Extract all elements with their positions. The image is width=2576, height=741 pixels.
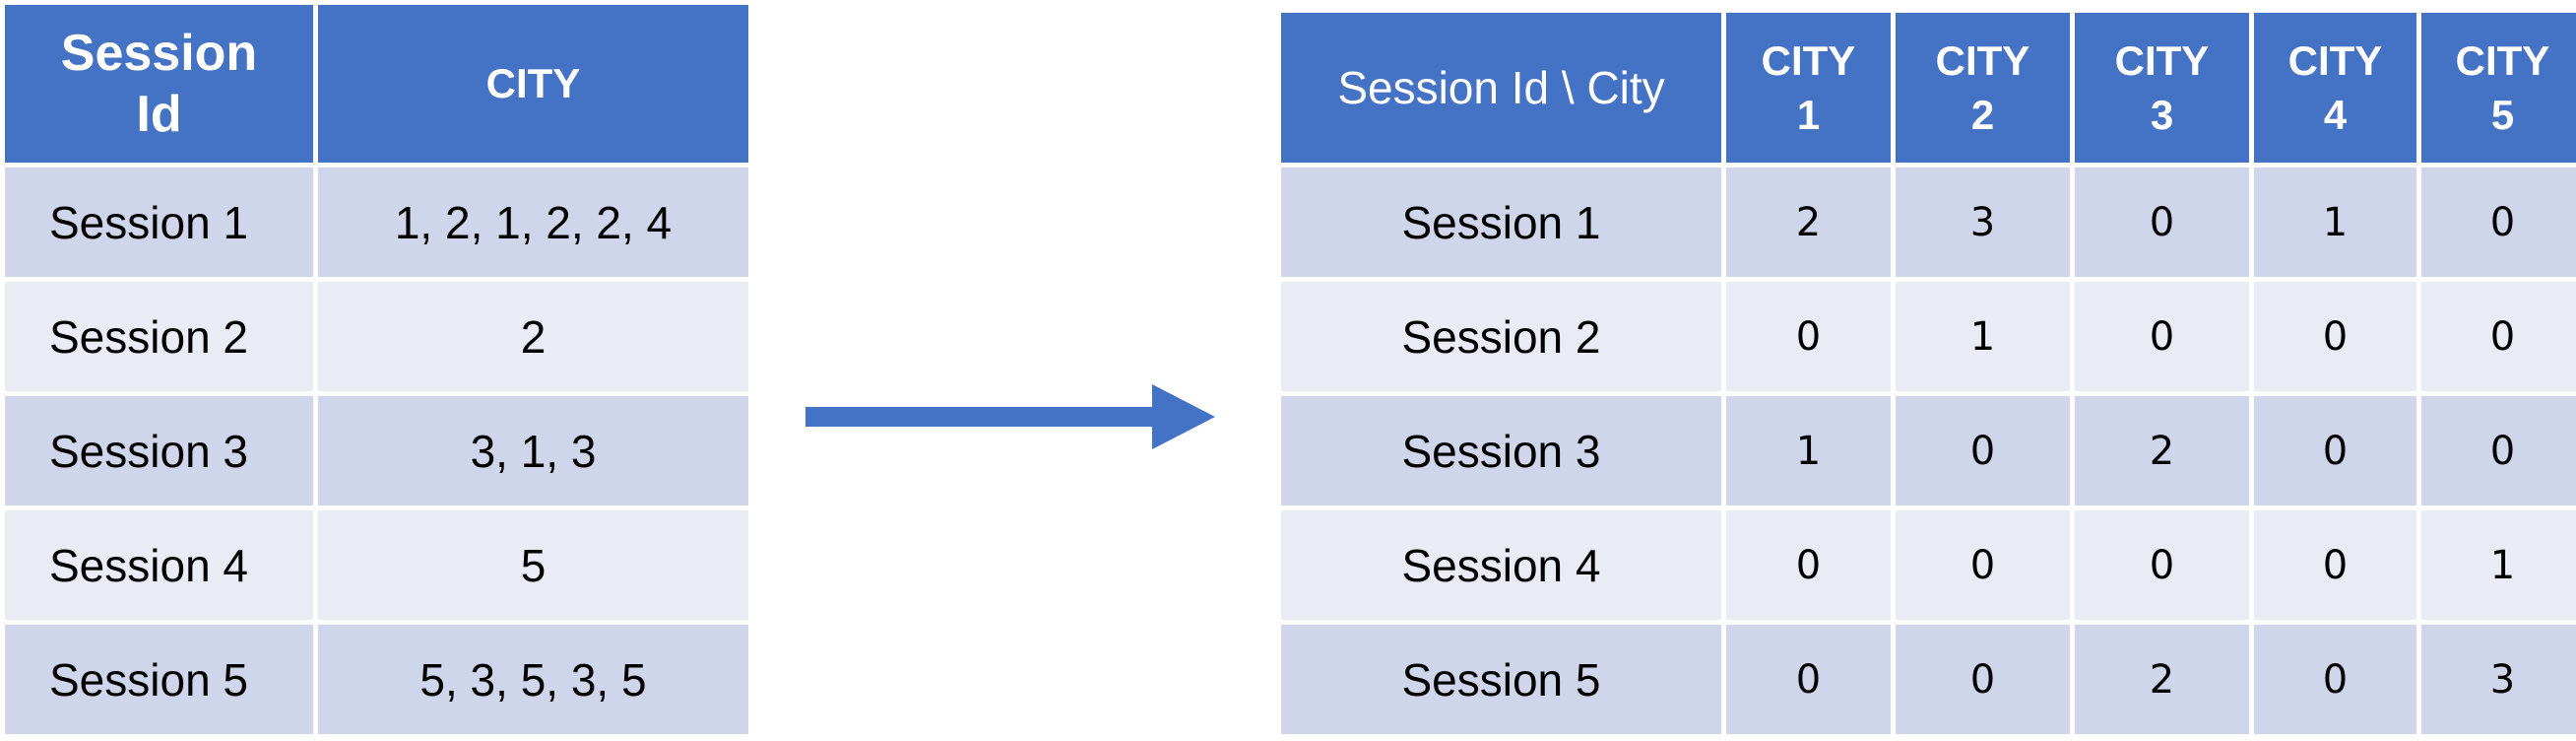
session-cell: Session 4 [1276, 505, 1726, 625]
city-header: CITY [313, 0, 753, 168]
count-cell: 0 [1891, 505, 2075, 625]
city-list-cell: 5, 3, 5, 3, 5 [313, 620, 753, 739]
session-cell: Session 5 [0, 620, 318, 739]
city-4-header: CITY 4 [2249, 8, 2421, 168]
count-cell: 0 [2416, 163, 2576, 282]
city-2-header: CITY 2 [1891, 8, 2075, 168]
session-cell: Session 1 [0, 163, 318, 282]
session-cell: Session 4 [0, 505, 318, 625]
session-city-count-matrix: Session Id \ City CITY 1 CITY 2 CITY 3 C… [1276, 8, 2576, 739]
arrow-head [1152, 384, 1215, 449]
session-cell: Session 5 [1276, 620, 1726, 739]
count-cell: 0 [2416, 277, 2576, 396]
count-cell: 0 [2249, 505, 2421, 625]
table-row: Session 5 5, 3, 5, 3, 5 [0, 620, 753, 739]
session-id-header: Session Id [0, 0, 318, 168]
count-cell: 1 [2416, 505, 2576, 625]
count-cell: 3 [1891, 163, 2075, 282]
table-row: Session 3 3, 1, 3 [0, 391, 753, 510]
session-cell: Session 3 [1276, 391, 1726, 510]
count-cell: 0 [2249, 620, 2421, 739]
table-row: Session 1 2 3 0 1 0 [1276, 163, 2576, 282]
session-city-corner-header: Session Id \ City [1276, 8, 1726, 168]
city-list-cell: 5 [313, 505, 753, 625]
city-2-header-text: CITY 2 [1935, 37, 2030, 138]
count-cell: 1 [1721, 391, 1896, 510]
count-cell: 1 [2249, 163, 2421, 282]
session-city-list-table: Session Id CITY Session 1 1, 2, 1, 2, 2,… [0, 0, 753, 739]
count-cell: 3 [2416, 620, 2576, 739]
table-row: Session 2 2 [0, 277, 753, 396]
count-cell: 0 [1721, 505, 1896, 625]
city-5-header: CITY 5 [2416, 8, 2576, 168]
count-cell: 0 [2070, 277, 2254, 396]
table-row: Session 5 0 0 2 0 3 [1276, 620, 2576, 739]
table-row: Session 4 0 0 0 0 1 [1276, 505, 2576, 625]
count-cell: 2 [1721, 163, 1896, 282]
city-3-header: CITY 3 [2070, 8, 2254, 168]
city-list-cell: 2 [313, 277, 753, 396]
count-cell: 0 [1721, 620, 1896, 739]
table-row: Session 3 1 0 2 0 0 [1276, 391, 2576, 510]
count-cell: 0 [1721, 277, 1896, 396]
city-5-header-text: CITY 5 [2455, 37, 2550, 138]
right-header-row: Session Id \ City CITY 1 CITY 2 CITY 3 C… [1276, 8, 2576, 168]
count-cell: 0 [2416, 391, 2576, 510]
count-cell: 0 [2070, 505, 2254, 625]
session-cell: Session 2 [0, 277, 318, 396]
count-cell: 2 [2070, 391, 2254, 510]
session-cell: Session 3 [0, 391, 318, 510]
city-4-header-text: CITY 4 [2287, 37, 2383, 138]
city-list-cell: 1, 2, 1, 2, 2, 4 [313, 163, 753, 282]
city-3-header-text: CITY 3 [2114, 37, 2210, 138]
session-cell: Session 1 [1276, 163, 1726, 282]
table-row: Session 2 0 1 0 0 0 [1276, 277, 2576, 396]
table-row: Session 4 5 [0, 505, 753, 625]
count-cell: 1 [1891, 277, 2075, 396]
count-cell: 0 [2249, 277, 2421, 396]
session-id-header-text: Session Id [60, 25, 258, 143]
count-cell: 0 [2070, 163, 2254, 282]
city-1-header: CITY 1 [1721, 8, 1896, 168]
session-cell: Session 2 [1276, 277, 1726, 396]
count-cell: 0 [1891, 391, 2075, 510]
left-header-row: Session Id CITY [0, 0, 753, 168]
right-arrow-icon [805, 384, 1215, 449]
city-1-header-text: CITY 1 [1761, 37, 1856, 138]
count-cell: 0 [2249, 391, 2421, 510]
count-cell: 0 [1891, 620, 2075, 739]
count-cell: 2 [2070, 620, 2254, 739]
arrow-shaft [805, 407, 1156, 427]
table-row: Session 1 1, 2, 1, 2, 2, 4 [0, 163, 753, 282]
city-list-cell: 3, 1, 3 [313, 391, 753, 510]
